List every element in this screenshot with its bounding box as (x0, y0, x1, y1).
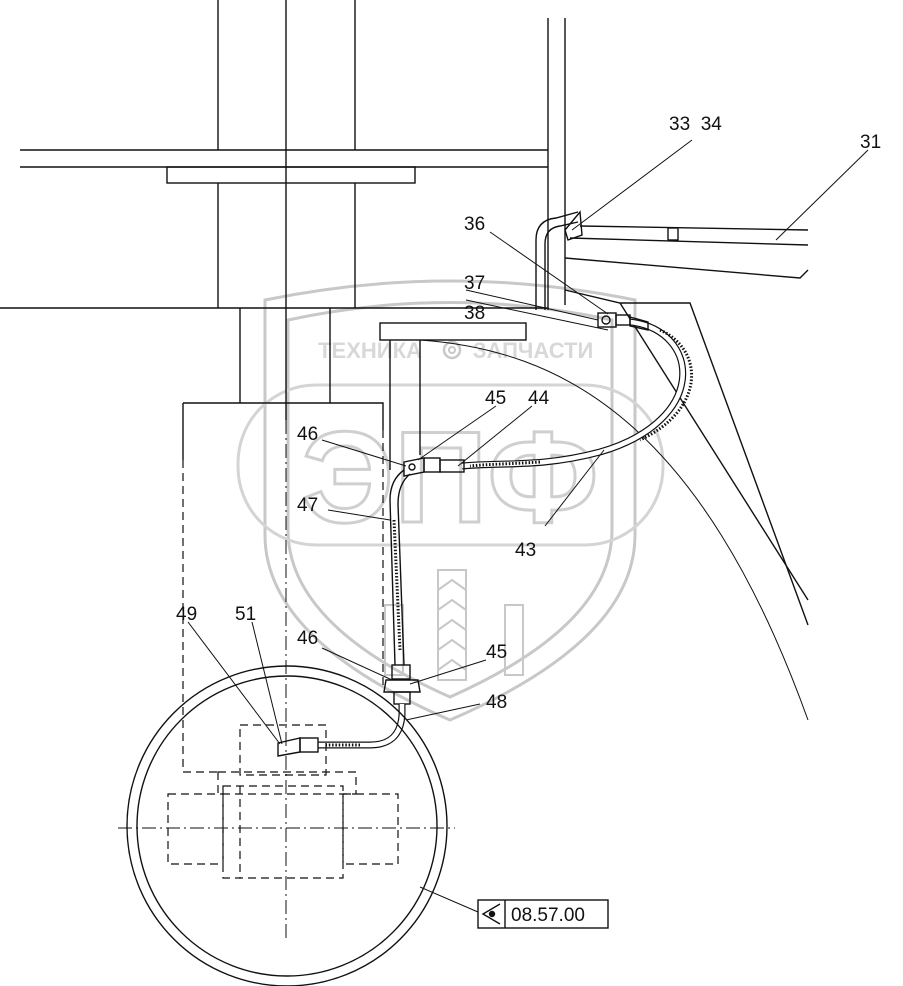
fitting-44-46 (403, 457, 465, 477)
callout-49: 49 (176, 604, 197, 625)
leader-lines (187, 139, 869, 745)
callout-46-top: 46 (297, 424, 318, 445)
callout-51: 51 (235, 604, 256, 625)
gear-icon (442, 340, 462, 360)
callout-48: 48 (486, 692, 507, 713)
callout-36: 36 (464, 214, 485, 235)
callout-38: 38 (464, 303, 485, 324)
callout-31: 31 (860, 132, 881, 153)
hose-43 (403, 312, 693, 477)
callout-37: 37 (464, 273, 485, 294)
watermark-right-word: ЗАПЧАСТИ (473, 338, 594, 363)
frame-structure (0, 0, 809, 721)
view-reference: 08.57.00 (419, 886, 609, 929)
callout-43: 43 (515, 540, 536, 561)
wheel-detail (118, 420, 455, 986)
callout-44: 44 (528, 388, 550, 409)
callout-33-34: 33 34 (669, 114, 722, 135)
callout-labels: 31 33 34 36 37 38 45 44 46 47 43 49 51 4… (176, 114, 881, 713)
view-eye-icon (481, 903, 501, 925)
wheat-icon (384, 569, 524, 681)
pipe-31-34 (535, 210, 809, 310)
watermark-left-word: ТЕХНИКА (318, 338, 422, 363)
reference-label: 08.57.00 (511, 905, 585, 926)
watermark: ЭПФ ТЕХНИКА ЗАПЧАСТИ (236, 279, 665, 722)
callout-45-bottom: 45 (486, 642, 507, 663)
callout-45-top: 45 (485, 388, 506, 409)
callout-47: 47 (297, 495, 318, 516)
callout-46-bottom: 46 (297, 628, 318, 649)
watermark-brand: ЭПФ (302, 404, 599, 550)
